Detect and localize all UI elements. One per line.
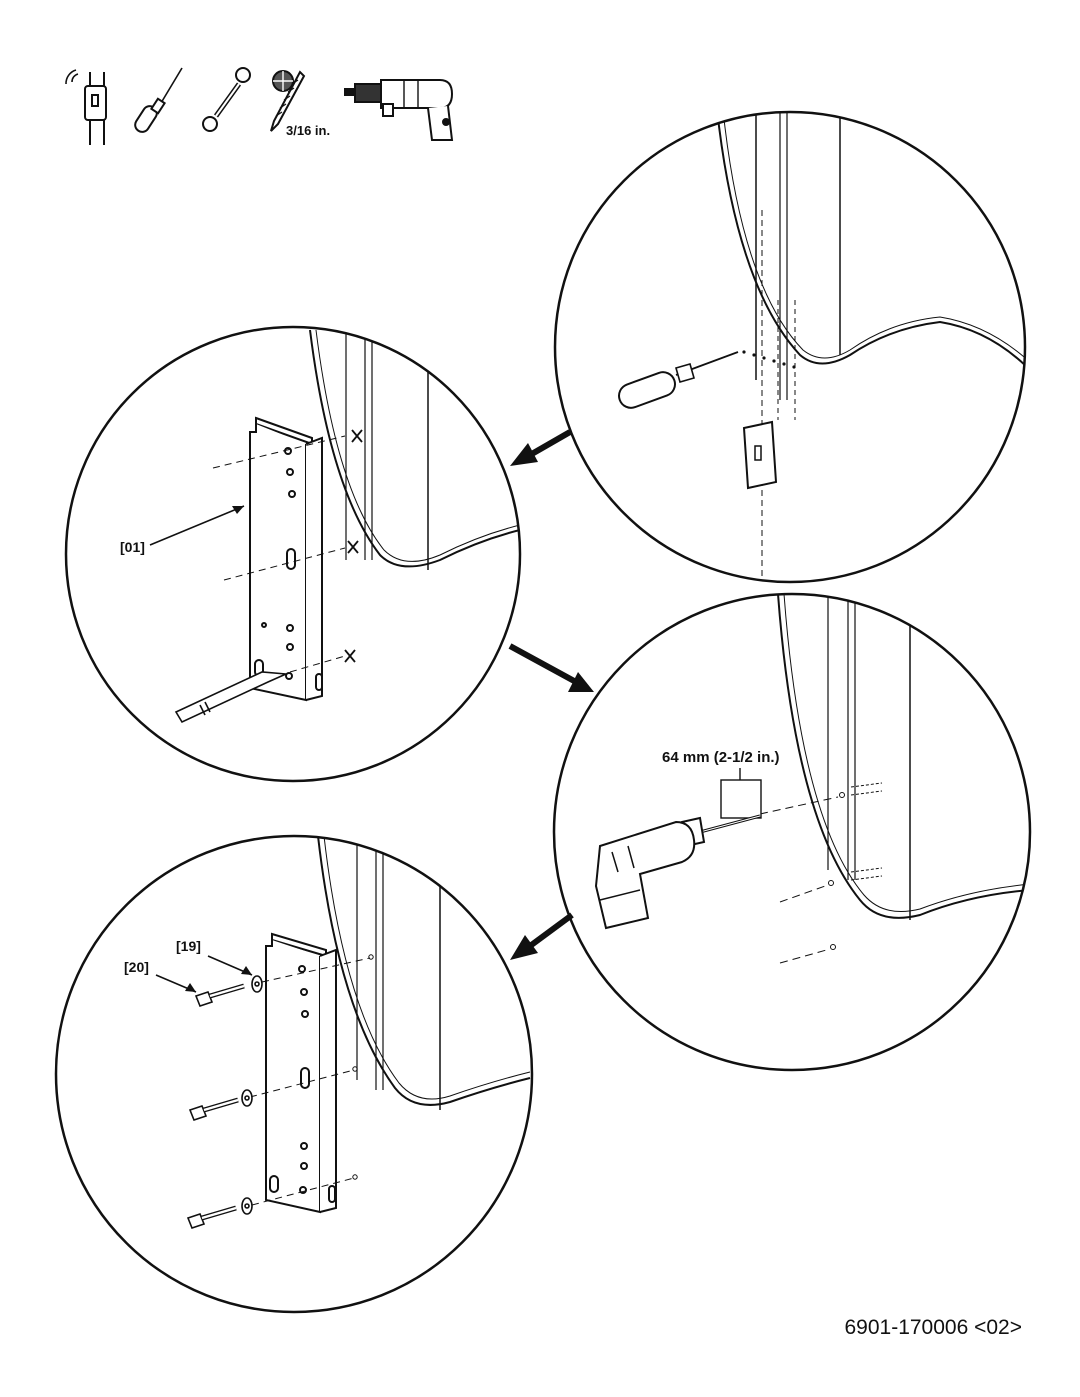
- panel-mark-holes: [01]: [64, 325, 522, 783]
- panel-fasten-bracket: [19] [20]: [54, 834, 534, 1314]
- part-label-19: [19]: [176, 938, 201, 954]
- drill-bit-size-label: 3/16 in.: [286, 123, 330, 138]
- arrow-a-to-b: [510, 429, 572, 466]
- part-label-01: [01]: [120, 539, 145, 555]
- power-drill-icon: [344, 79, 454, 141]
- power-drill-icon: [594, 814, 761, 930]
- drill-depth-label: 64 mm (2-1/2 in.): [662, 749, 780, 766]
- awl-icon: [134, 67, 183, 133]
- stud-finder-icon: [65, 69, 107, 145]
- drill-bit-icon: 3/16 in.: [270, 70, 330, 138]
- document-number: 6901-170006 <02>: [844, 1316, 1022, 1339]
- arrow-c-to-d: [510, 912, 574, 960]
- lag-screw-icon: [186, 983, 245, 1229]
- mark-dots: [742, 350, 796, 369]
- pencil-icon: [174, 671, 287, 724]
- bracket-icon: [265, 932, 337, 1214]
- part-label-20: [20]: [124, 959, 149, 975]
- tool-row: 3/16 in.: [65, 67, 454, 145]
- washer-icon: [241, 975, 263, 1215]
- panel-locate-stud: [553, 110, 1027, 584]
- flow-arrows: [508, 429, 594, 960]
- bracket-icon: [249, 416, 323, 702]
- stud-finder-icon: [742, 420, 778, 490]
- panel-drill-holes: 64 mm (2-1/2 in.): [552, 592, 1032, 1072]
- arrow-b-to-c: [508, 643, 594, 692]
- awl-icon: [618, 351, 739, 409]
- wrench-icon: [202, 67, 251, 132]
